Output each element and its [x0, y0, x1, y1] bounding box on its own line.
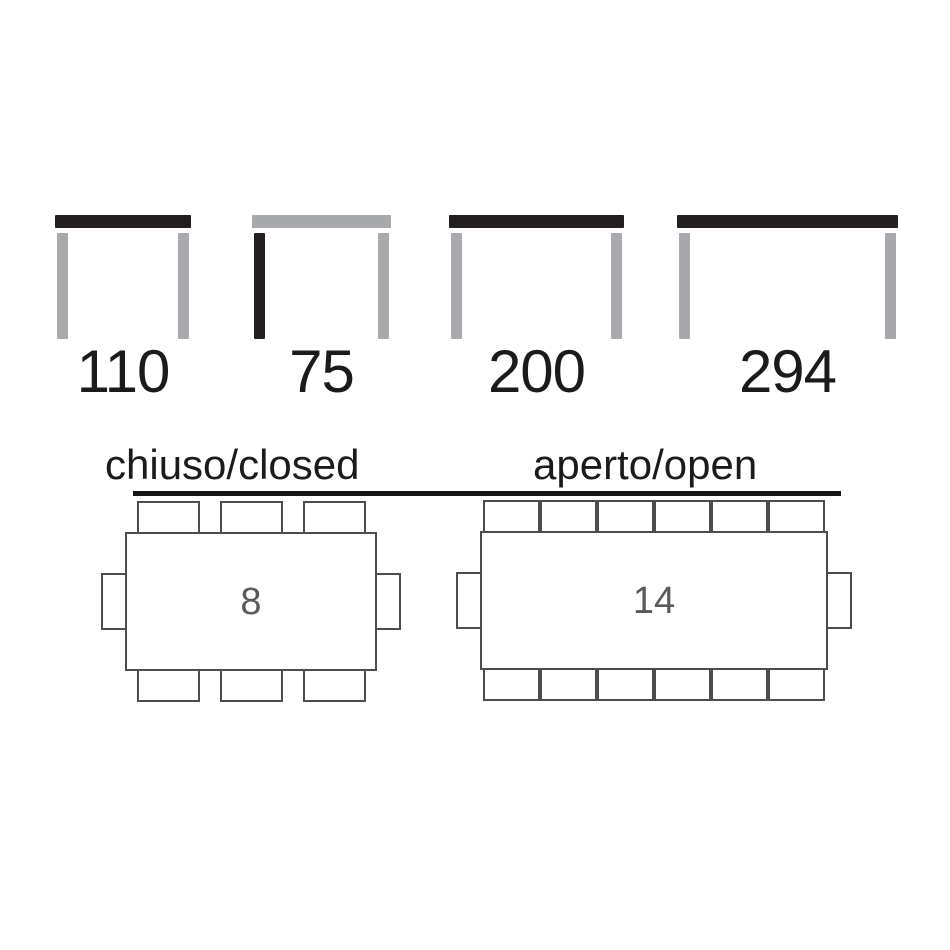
table-leg-right-icon: [611, 233, 622, 339]
horizontal-divider-rule: [133, 491, 841, 496]
table-leg-left-icon: [57, 233, 68, 339]
chair-left: [101, 573, 127, 630]
chair-bottom: [219, 669, 283, 702]
chair-right: [826, 572, 852, 629]
chair-top: [768, 500, 825, 533]
seat-count-label: 14: [632, 579, 676, 622]
caption-open: aperto/open: [533, 441, 758, 488]
chair-top: [540, 500, 597, 533]
table-leg-left-icon: [451, 233, 462, 339]
chair-right: [375, 573, 401, 630]
chair-bottom: [654, 668, 711, 701]
table-leg-left-icon: [679, 233, 690, 339]
chair-bottom: [711, 668, 768, 701]
tabletop-bar-icon: [449, 215, 624, 228]
dimension-label-110: 110: [76, 338, 171, 405]
dimension-label-200: 200: [487, 338, 586, 405]
chair-top: [654, 500, 711, 533]
table-top-outline: [480, 531, 828, 670]
table-leg-left-icon: [254, 233, 265, 339]
tabletop-bar-icon: [55, 215, 191, 228]
chair-top: [597, 500, 654, 533]
chair-top: [483, 500, 540, 533]
chair-bottom: [136, 669, 200, 702]
chair-top: [219, 501, 283, 534]
table-leg-right-icon: [885, 233, 896, 339]
dimension-label-75: 75: [289, 338, 355, 405]
chair-bottom: [302, 669, 366, 702]
elevation-row: 110 75 200 294: [0, 210, 950, 410]
table-leg-right-icon: [378, 233, 389, 339]
chair-top: [711, 500, 768, 533]
tabletop-bar-icon: [252, 215, 391, 228]
chair-bottom: [540, 668, 597, 701]
chair-top: [136, 501, 200, 534]
dimension-label-294: 294: [738, 338, 837, 405]
tabletop-bar-icon: [677, 215, 898, 228]
seat-count-label: 8: [240, 580, 262, 623]
chair-left: [456, 572, 482, 629]
caption-closed: chiuso/closed: [105, 441, 360, 488]
chair-bottom: [768, 668, 825, 701]
chair-bottom: [597, 668, 654, 701]
chair-bottom: [483, 668, 540, 701]
table-leg-right-icon: [178, 233, 189, 339]
table-top-outline: [125, 532, 377, 671]
chair-top: [302, 501, 366, 534]
